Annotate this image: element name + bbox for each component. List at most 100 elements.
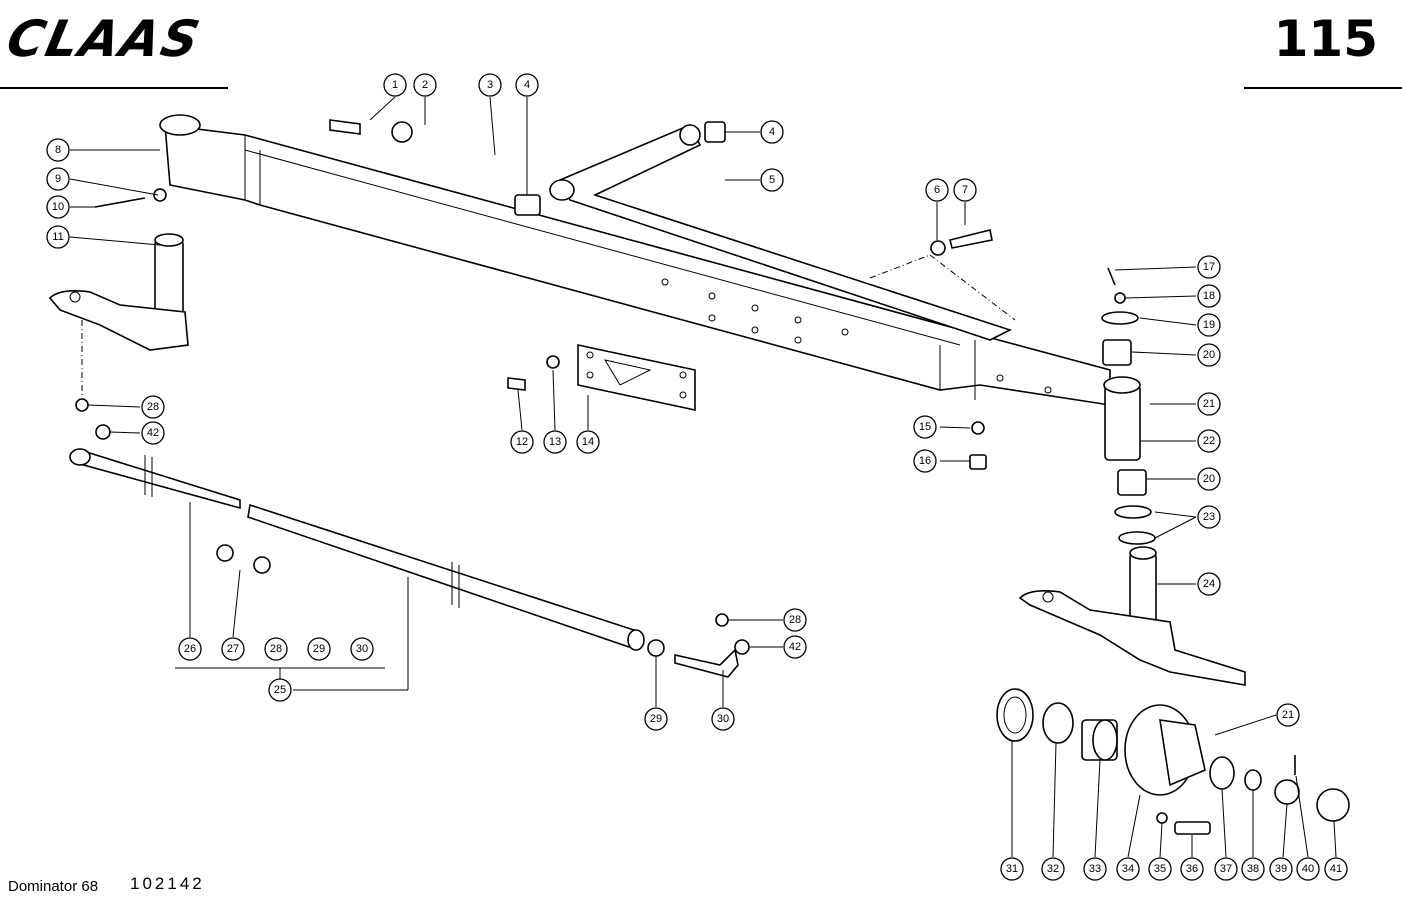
svg-text:3: 3: [487, 79, 493, 91]
svg-text:31: 31: [1006, 863, 1018, 875]
callout-28b: 28: [264, 637, 288, 661]
callout-15: 15: [913, 415, 937, 439]
callout-21b: 21: [1276, 703, 1300, 727]
callout-20a: 20: [1197, 343, 1221, 367]
axle-beam: [159, 114, 1111, 406]
svg-text:33: 33: [1089, 863, 1101, 875]
callout-39: 39: [1269, 857, 1293, 881]
svg-text:17: 17: [1203, 261, 1215, 273]
callout-11: 11: [46, 225, 70, 249]
callout-12: 12: [510, 430, 534, 454]
kingpin-assembly: [1101, 311, 1156, 545]
callout-19: 19: [1197, 313, 1221, 337]
callout-10: 10: [46, 195, 70, 219]
left-steering-knuckle: [48, 233, 189, 395]
callout-3: 3: [478, 73, 502, 97]
callout-4a: 4: [515, 73, 539, 97]
right-steering-knuckle: [1018, 546, 1246, 686]
callout-27: 27: [221, 637, 245, 661]
callout-14: 14: [576, 430, 600, 454]
svg-text:6: 6: [934, 184, 940, 196]
svg-text:13: 13: [549, 436, 561, 448]
model-name: Dominator 68: [8, 878, 99, 895]
callout-31: 31: [1000, 857, 1024, 881]
callout-29b: 29: [644, 707, 668, 731]
svg-text:29: 29: [650, 713, 662, 725]
callout-29a: 29: [307, 637, 331, 661]
svg-text:4: 4: [769, 126, 775, 138]
callout-13: 13: [543, 430, 567, 454]
callout-20b: 20: [1197, 467, 1221, 491]
wheel-hub-assembly: [996, 688, 1350, 835]
document-number: 102142: [130, 874, 205, 893]
callout-34: 34: [1116, 857, 1140, 881]
svg-text:23: 23: [1203, 511, 1215, 523]
svg-text:32: 32: [1047, 863, 1059, 875]
callout-17: 17: [1197, 255, 1221, 279]
svg-text:7: 7: [962, 184, 968, 196]
callout-37: 37: [1214, 857, 1238, 881]
callout-26: 26: [178, 637, 202, 661]
svg-text:37: 37: [1220, 863, 1232, 875]
callout-2: 2: [413, 73, 437, 97]
header-rule-right: [1244, 87, 1402, 89]
svg-text:34: 34: [1122, 863, 1134, 875]
svg-text:18: 18: [1203, 290, 1215, 302]
svg-text:30: 30: [356, 643, 368, 655]
svg-text:22: 22: [1203, 435, 1215, 447]
svg-text:1: 1: [392, 79, 398, 91]
svg-text:28: 28: [147, 401, 159, 413]
callout-25: 25: [268, 678, 292, 702]
svg-text:15: 15: [919, 421, 931, 433]
svg-text:12: 12: [516, 436, 528, 448]
callout-8: 8: [46, 138, 70, 162]
svg-text:25: 25: [274, 684, 286, 696]
svg-text:42: 42: [789, 641, 801, 653]
callout-1: 1: [383, 73, 407, 97]
svg-text:35: 35: [1154, 863, 1166, 875]
svg-text:16: 16: [919, 455, 931, 467]
callout-16: 16: [913, 449, 937, 473]
callout-6: 6: [925, 178, 949, 202]
callout-28a: 28: [141, 395, 165, 419]
callout-40: 40: [1296, 857, 1320, 881]
svg-text:41: 41: [1330, 863, 1342, 875]
svg-text:14: 14: [582, 436, 594, 448]
callout-35: 35: [1148, 857, 1172, 881]
callout-28c: 28: [783, 608, 807, 632]
svg-text:20: 20: [1203, 473, 1215, 485]
leader-lines: [69, 96, 1337, 858]
svg-text:40: 40: [1302, 863, 1314, 875]
svg-text:19: 19: [1203, 319, 1215, 331]
callout-38: 38: [1241, 857, 1265, 881]
tie-rods: [69, 448, 739, 678]
callout-33: 33: [1083, 857, 1107, 881]
svg-text:39: 39: [1275, 863, 1287, 875]
callout-30a: 30: [350, 637, 374, 661]
svg-text:26: 26: [184, 643, 196, 655]
callout-36: 36: [1180, 857, 1204, 881]
page-number: 115: [1273, 10, 1378, 68]
svg-text:9: 9: [55, 173, 61, 185]
callout-5: 5: [760, 168, 784, 192]
svg-text:20: 20: [1203, 349, 1215, 361]
callout-21a: 21: [1197, 392, 1221, 416]
svg-text:28: 28: [270, 643, 282, 655]
callout-24: 24: [1197, 572, 1221, 596]
mounting-plate: [577, 344, 696, 411]
callout-41: 41: [1324, 857, 1348, 881]
svg-text:5: 5: [769, 174, 775, 186]
callout-42b: 42: [783, 635, 807, 659]
svg-text:24: 24: [1203, 578, 1215, 590]
header-rule-left: [0, 87, 228, 89]
svg-text:27: 27: [227, 643, 239, 655]
callout-30b: 30: [711, 707, 735, 731]
callout-7: 7: [953, 178, 977, 202]
callout-4b: 4: [760, 120, 784, 144]
svg-text:2: 2: [422, 79, 428, 91]
svg-text:30: 30: [717, 713, 729, 725]
callout-18: 18: [1197, 284, 1221, 308]
svg-text:21: 21: [1282, 709, 1294, 721]
